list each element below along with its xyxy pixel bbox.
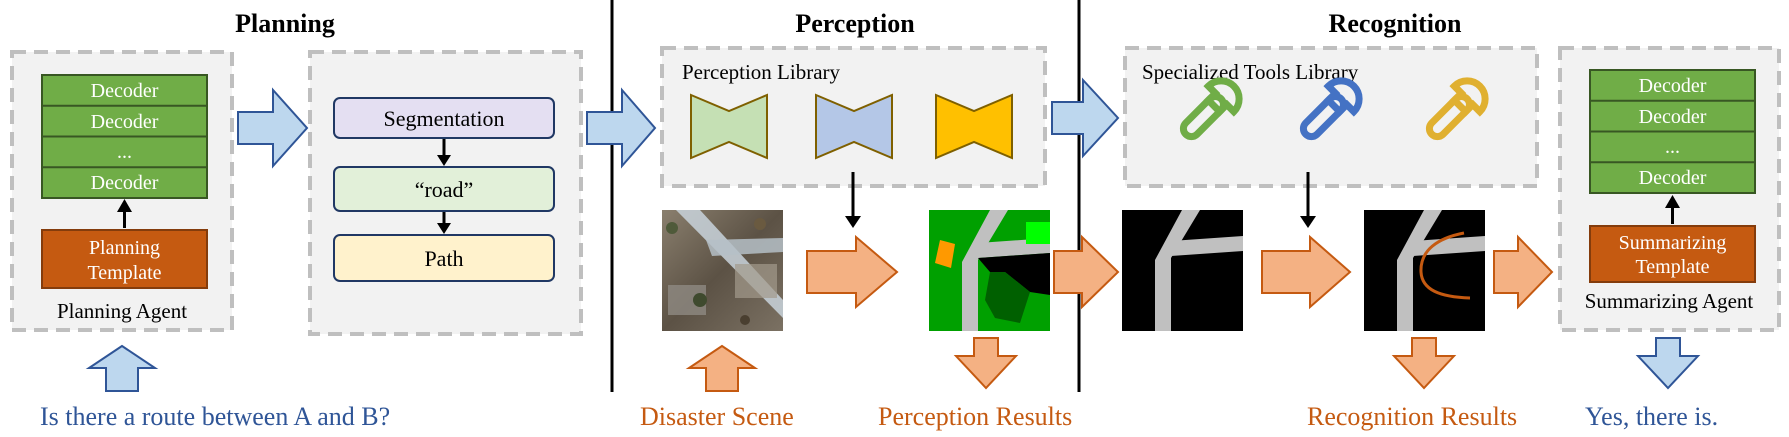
section-title-planning: Planning <box>235 9 335 38</box>
svg-text:“road”: “road” <box>415 177 474 202</box>
decoder-label: Decoder <box>91 172 159 194</box>
right-arrow <box>1051 77 1120 159</box>
recognition-results-caption: Recognition Results <box>1307 402 1517 431</box>
down-arrow <box>1635 337 1701 390</box>
tools-library-panel: Specialized Tools Library <box>1123 46 1539 188</box>
decoder-label: Decoder <box>91 111 159 133</box>
svg-text:Path: Path <box>424 246 463 271</box>
plan-steps-panel: Segmentation “road” Path <box>308 50 583 336</box>
right-arrow <box>1261 234 1352 310</box>
plan-step-segmentation <box>333 97 555 139</box>
svg-text:Template: Template <box>1635 256 1709 278</box>
recognition-result-image <box>1364 210 1485 331</box>
right-arrow <box>1493 234 1554 310</box>
perception-results-caption: Perception Results <box>878 402 1072 431</box>
wrench-icon <box>1425 77 1489 141</box>
decoder-label: Decoder <box>1639 106 1707 128</box>
decoder-label: Decoder <box>1639 75 1707 97</box>
svg-text:Planning: Planning <box>89 237 160 259</box>
section-title-perception: Perception <box>795 9 915 38</box>
svg-text:Summarizing: Summarizing <box>1619 232 1727 254</box>
model-icon <box>815 93 893 160</box>
wrench-icon <box>1179 77 1243 141</box>
decoder-label: Decoder <box>1639 167 1707 189</box>
plan-step-path <box>333 234 555 282</box>
perception-library-label: Perception Library <box>682 60 841 84</box>
up-arrow <box>685 344 759 392</box>
disaster-scene-image <box>662 210 783 331</box>
perception-result-image <box>929 210 1050 331</box>
right-arrow <box>806 234 899 310</box>
svg-text:Segmentation: Segmentation <box>384 106 505 131</box>
summarizing-agent-panel: Decoder Decoder ... Decoder Summarizing … <box>1558 46 1781 332</box>
section-title-recognition: Recognition <box>1329 9 1462 38</box>
question-caption: Is there a route between A and B? <box>40 402 390 431</box>
svg-text:Template: Template <box>87 262 161 284</box>
disaster-scene-caption: Disaster Scene <box>640 402 794 431</box>
planning-agent-label: Planning Agent <box>57 299 187 323</box>
right-arrow <box>586 87 657 169</box>
summarizing-template <box>1589 225 1756 283</box>
planning-template <box>41 229 208 289</box>
plan-step-road <box>333 166 555 212</box>
down-arrow <box>953 337 1019 390</box>
model-icon <box>690 93 768 160</box>
right-arrow <box>1053 234 1120 310</box>
decoder-label: ... <box>1665 136 1680 158</box>
wrench-icon <box>1299 77 1363 141</box>
answer-caption: Yes, there is. <box>1585 402 1718 431</box>
perception-library-panel: Perception Library <box>660 46 1047 188</box>
up-arrow <box>85 344 159 392</box>
tools-library-label: Specialized Tools Library <box>1142 60 1359 84</box>
decoder-label: ... <box>117 141 132 163</box>
road-mask-image <box>1122 210 1243 331</box>
model-icon <box>935 93 1013 160</box>
planning-agent-panel: Decoder Decoder ... Decoder Planning Tem… <box>10 50 234 332</box>
right-arrow <box>237 87 309 169</box>
decoder-label: Decoder <box>91 80 159 102</box>
summarizing-agent-label: Summarizing Agent <box>1585 289 1754 313</box>
down-arrow <box>1391 337 1457 390</box>
